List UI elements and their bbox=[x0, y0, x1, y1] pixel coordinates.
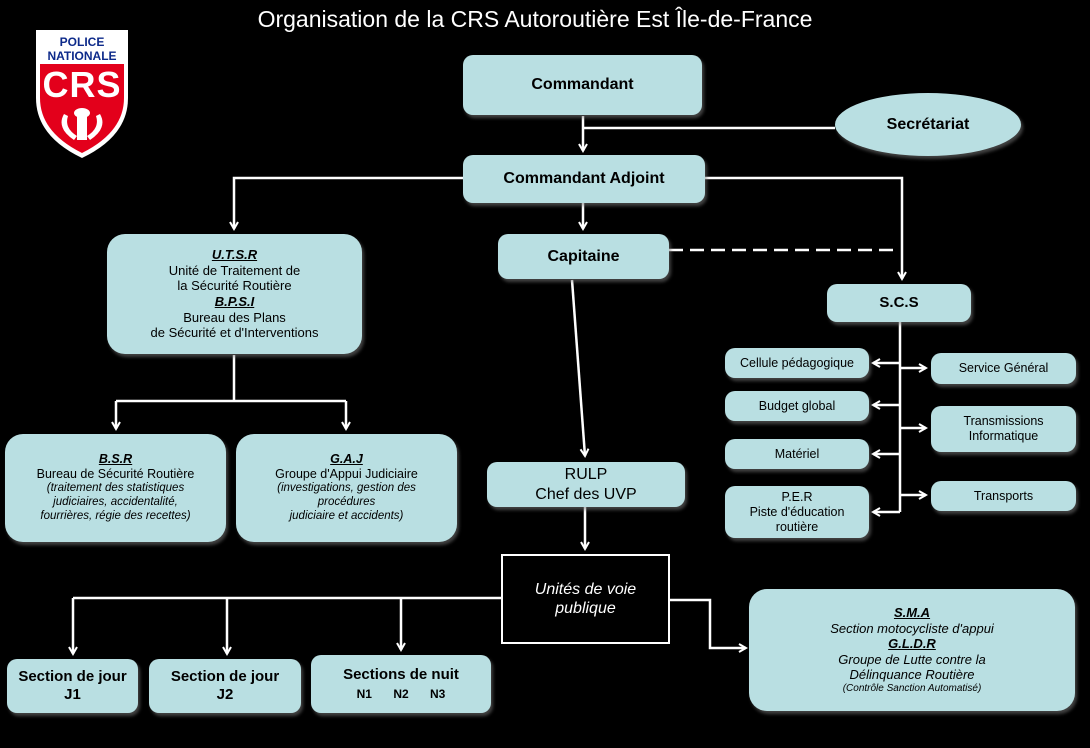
section-j1-label: Section de jour bbox=[18, 668, 127, 685]
gldr-name-1: Groupe de Lutte contre la bbox=[838, 651, 986, 667]
bsr-desc-2: judiciaires, accidentalité, bbox=[53, 496, 178, 509]
per-name-2: routière bbox=[775, 519, 819, 534]
utsr-name-2: la Sécurité Routière bbox=[177, 278, 292, 294]
section-n3-code: N3 bbox=[430, 687, 446, 702]
section-n1-code: N1 bbox=[356, 687, 372, 702]
commandant-label: Commandant bbox=[531, 76, 634, 94]
service-general-box: Service Général bbox=[931, 353, 1076, 384]
diagram-title: Organisation de la CRS Autoroutière Est … bbox=[257, 6, 813, 32]
gldr-code: G.L.D.R bbox=[888, 636, 936, 652]
budget-global-label: Budget global bbox=[758, 398, 836, 413]
gaj-desc-2: procédures bbox=[317, 496, 376, 509]
transports-box: Transports bbox=[931, 481, 1076, 511]
section-j2-code: J2 bbox=[216, 686, 234, 703]
section-j2-box: Section de jour J2 bbox=[149, 659, 301, 713]
uvp-label-1: Unités de voie bbox=[534, 580, 637, 598]
transmissions-box: Transmissions Informatique bbox=[931, 406, 1076, 452]
section-j1-box: Section de jour J1 bbox=[7, 659, 138, 713]
police-nationale-crs-logo: POLICE NATIONALE CRS bbox=[34, 28, 130, 160]
bpsi-code: B.P.S.I bbox=[214, 294, 255, 309]
logo-nationale-text: NATIONALE bbox=[47, 49, 117, 63]
utsr-name-1: Unité de Traitement de bbox=[168, 262, 301, 278]
gaj-desc-3: judiciaire et accidents) bbox=[289, 509, 404, 522]
scs-box: S.C.S bbox=[827, 284, 971, 322]
commandant-adjoint-label: Commandant Adjoint bbox=[503, 170, 665, 188]
bpsi-name-2: de Sécurité et d'Interventions bbox=[150, 325, 319, 341]
transmissions-label-1: Transmissions bbox=[963, 414, 1044, 428]
bsr-desc-3: fourrières, régie des recettes) bbox=[40, 509, 191, 522]
capitaine-box: Capitaine bbox=[498, 234, 669, 279]
gaj-code: G.A.J bbox=[330, 452, 363, 467]
sections-nuit-codes: N1 N2 N3 bbox=[348, 687, 455, 701]
sections-nuit-label: Sections de nuit bbox=[343, 666, 459, 684]
commandant-box: Commandant bbox=[463, 55, 702, 115]
cellule-pedagogique-box: Cellule pédagogique bbox=[725, 348, 869, 378]
materiel-box: Matériel bbox=[725, 439, 869, 469]
sma-box: S.M.A Section motocycliste d'appui G.L.D… bbox=[749, 589, 1075, 711]
utsr-code: U.T.S.R bbox=[211, 247, 258, 263]
gaj-desc-1: (investigations, gestion des bbox=[277, 482, 416, 495]
rulp-label-1: RULP bbox=[564, 466, 608, 484]
sma-name: Section motocycliste d'appui bbox=[830, 620, 994, 636]
bsr-box: B.S.R Bureau de Sécurité Routière (trait… bbox=[5, 434, 226, 542]
sections-nuit-box: Sections de nuit N1 N2 N3 bbox=[311, 655, 491, 713]
per-code: P.E.R bbox=[781, 489, 813, 504]
bpsi-name-1: Bureau des Plans bbox=[183, 309, 286, 325]
scs-label: S.C.S bbox=[879, 294, 919, 311]
logo-police-text: POLICE bbox=[59, 35, 105, 49]
per-box: P.E.R Piste d'éducation routière bbox=[725, 486, 869, 538]
section-j2-label: Section de jour bbox=[170, 668, 280, 685]
budget-global-box: Budget global bbox=[725, 391, 869, 421]
bsr-desc-1: (traitement des statistiques bbox=[46, 482, 185, 495]
gaj-name: Groupe d'Appui Judiciaire bbox=[275, 467, 418, 482]
cellule-pedagogique-label: Cellule pédagogique bbox=[740, 355, 854, 370]
per-name-1: Piste d'éducation bbox=[749, 504, 845, 519]
sma-code: S.M.A bbox=[893, 605, 931, 621]
commandant-adjoint-box: Commandant Adjoint bbox=[463, 155, 705, 203]
rulp-label-2: Chef des UVP bbox=[535, 485, 637, 503]
service-general-label: Service Général bbox=[958, 361, 1049, 375]
logo-crs-text: CRS bbox=[42, 64, 122, 105]
uvp-label-2: publique bbox=[555, 600, 616, 617]
uvp-box: Unités de voie publique bbox=[501, 554, 670, 644]
section-j1-code: J1 bbox=[64, 686, 81, 703]
bsr-code: B.S.R bbox=[98, 452, 133, 467]
secretariat-ellipse: Secrétariat bbox=[835, 93, 1021, 156]
shield-icon bbox=[36, 30, 128, 158]
capitaine-label: Capitaine bbox=[547, 247, 620, 265]
section-n2-code: N2 bbox=[393, 687, 409, 702]
gldr-name-2: Délinquance Routière bbox=[849, 667, 975, 683]
gaj-box: G.A.J Groupe d'Appui Judiciaire (investi… bbox=[236, 434, 457, 542]
gldr-note: (Contrôle Sanction Automatisé) bbox=[842, 682, 982, 694]
bsr-name: Bureau de Sécurité Routière bbox=[36, 467, 195, 482]
transmissions-label-2: Informatique bbox=[968, 429, 1039, 443]
secretariat-label: Secrétariat bbox=[886, 115, 970, 133]
rulp-box: RULP Chef des UVP bbox=[487, 462, 685, 507]
utsr-box: U.T.S.R Unité de Traitement de la Sécuri… bbox=[107, 234, 362, 354]
transports-label: Transports bbox=[973, 488, 1034, 503]
materiel-label: Matériel bbox=[774, 446, 820, 461]
